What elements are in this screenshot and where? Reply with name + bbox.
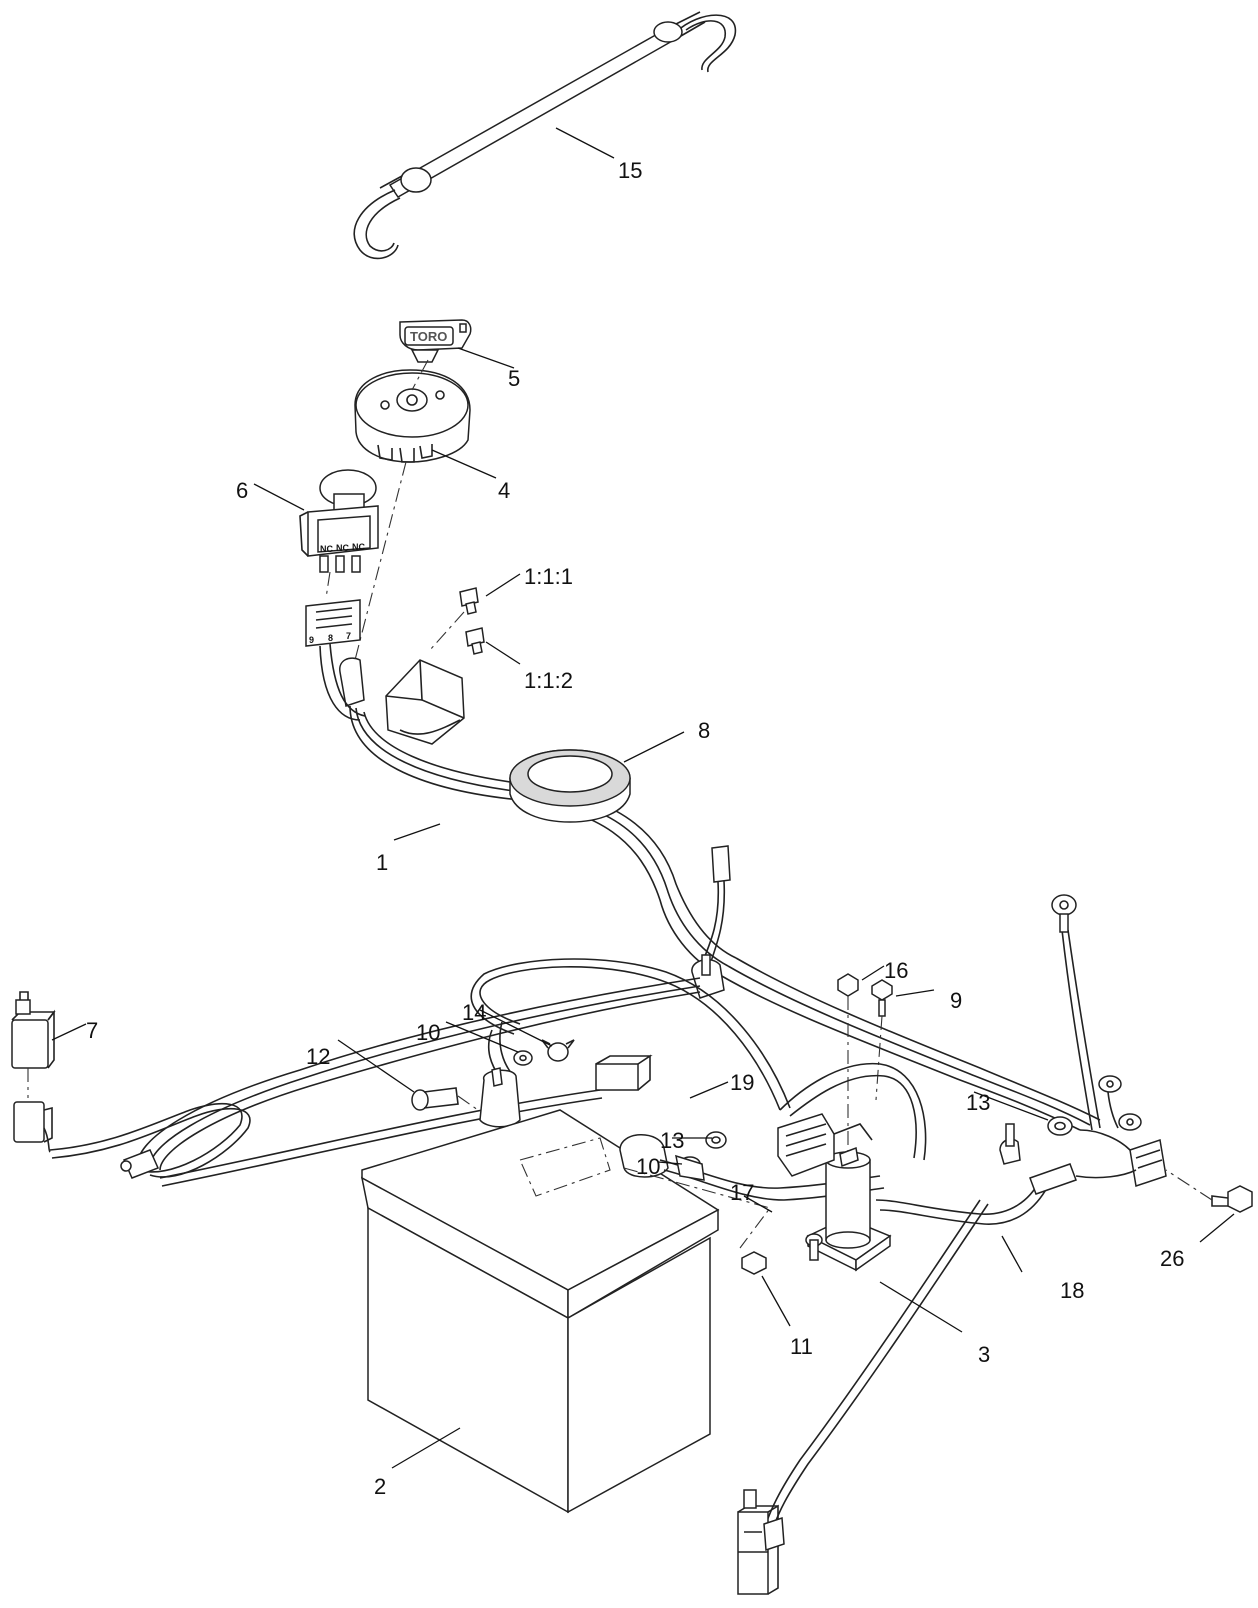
callout-19: 19 (730, 1070, 754, 1095)
callout-4: 4 (498, 478, 510, 503)
wire-harness-1 (49, 643, 1101, 1187)
callout-10-lower: 10 (636, 1154, 660, 1179)
callout-6: 6 (236, 478, 248, 503)
pto-switch-6: NC NC NC (299, 469, 379, 573)
callout-8: 8 (698, 718, 710, 743)
callout-5: 5 (508, 366, 520, 391)
ignition-key-5: TORO (399, 319, 472, 363)
callout-13-mid: 13 (660, 1128, 684, 1153)
callout-16: 16 (884, 958, 908, 983)
pto-pin-label-3: NC (352, 542, 365, 552)
pto-pin-label-1: NC (320, 544, 333, 554)
callout-15: 15 (618, 158, 642, 183)
callout-14: 14 (462, 1000, 486, 1025)
nut-13-right (1047, 1116, 1073, 1136)
harness-18 (763, 894, 1167, 1533)
callout-18: 18 (1060, 1278, 1084, 1303)
callout-13-right: 13 (966, 1090, 990, 1115)
washer-10-upper (513, 1050, 533, 1066)
harness-connector-987: 9 8 7 (305, 599, 361, 647)
callout-3: 3 (978, 1342, 990, 1367)
bolt-11 (741, 1251, 767, 1275)
nut-13-mid (705, 1131, 727, 1149)
callout-9: 9 (950, 988, 962, 1013)
callout-7: 7 (86, 1018, 98, 1043)
connector-pin-8: 8 (328, 633, 333, 643)
connector-pin-9: 9 (309, 635, 314, 645)
relay-socket (13, 1101, 53, 1153)
battery-hold-down-19 (470, 958, 791, 1128)
callout-26: 26 (1160, 1246, 1184, 1271)
fuses-1-1 (459, 587, 485, 655)
relay-7 (11, 991, 56, 1069)
callout-12: 12 (306, 1044, 330, 1069)
ignition-switch-4 (354, 369, 471, 463)
nut-16 (837, 973, 859, 997)
support-rod-15 (353, 11, 737, 260)
callout-17: 17 (730, 1180, 754, 1205)
bolt-12 (411, 1087, 459, 1111)
wing-nut-14 (541, 1039, 575, 1062)
pto-pin-label-2: NC (336, 543, 349, 553)
grommet-8 (509, 749, 631, 823)
callout-11: 11 (790, 1334, 813, 1359)
callout-10-upper: 10 (416, 1020, 440, 1045)
seat-switch (737, 1489, 785, 1595)
battery-2 (360, 1109, 771, 1514)
bolt-9 (871, 979, 893, 1017)
toro-logo: TORO (410, 329, 447, 344)
leader-lines (51, 127, 1235, 1469)
solenoid-3 (805, 1146, 892, 1272)
callout-1: 1 (376, 850, 388, 875)
bolt-26 (1211, 1185, 1253, 1213)
callout-1-1-2: 1:1:2 (524, 668, 573, 693)
fuse-holder (385, 659, 465, 745)
callout-1-1-1: 1:1:1 (524, 564, 573, 589)
callout-2: 2 (374, 1474, 386, 1499)
connector-pin-7: 7 (346, 631, 351, 641)
